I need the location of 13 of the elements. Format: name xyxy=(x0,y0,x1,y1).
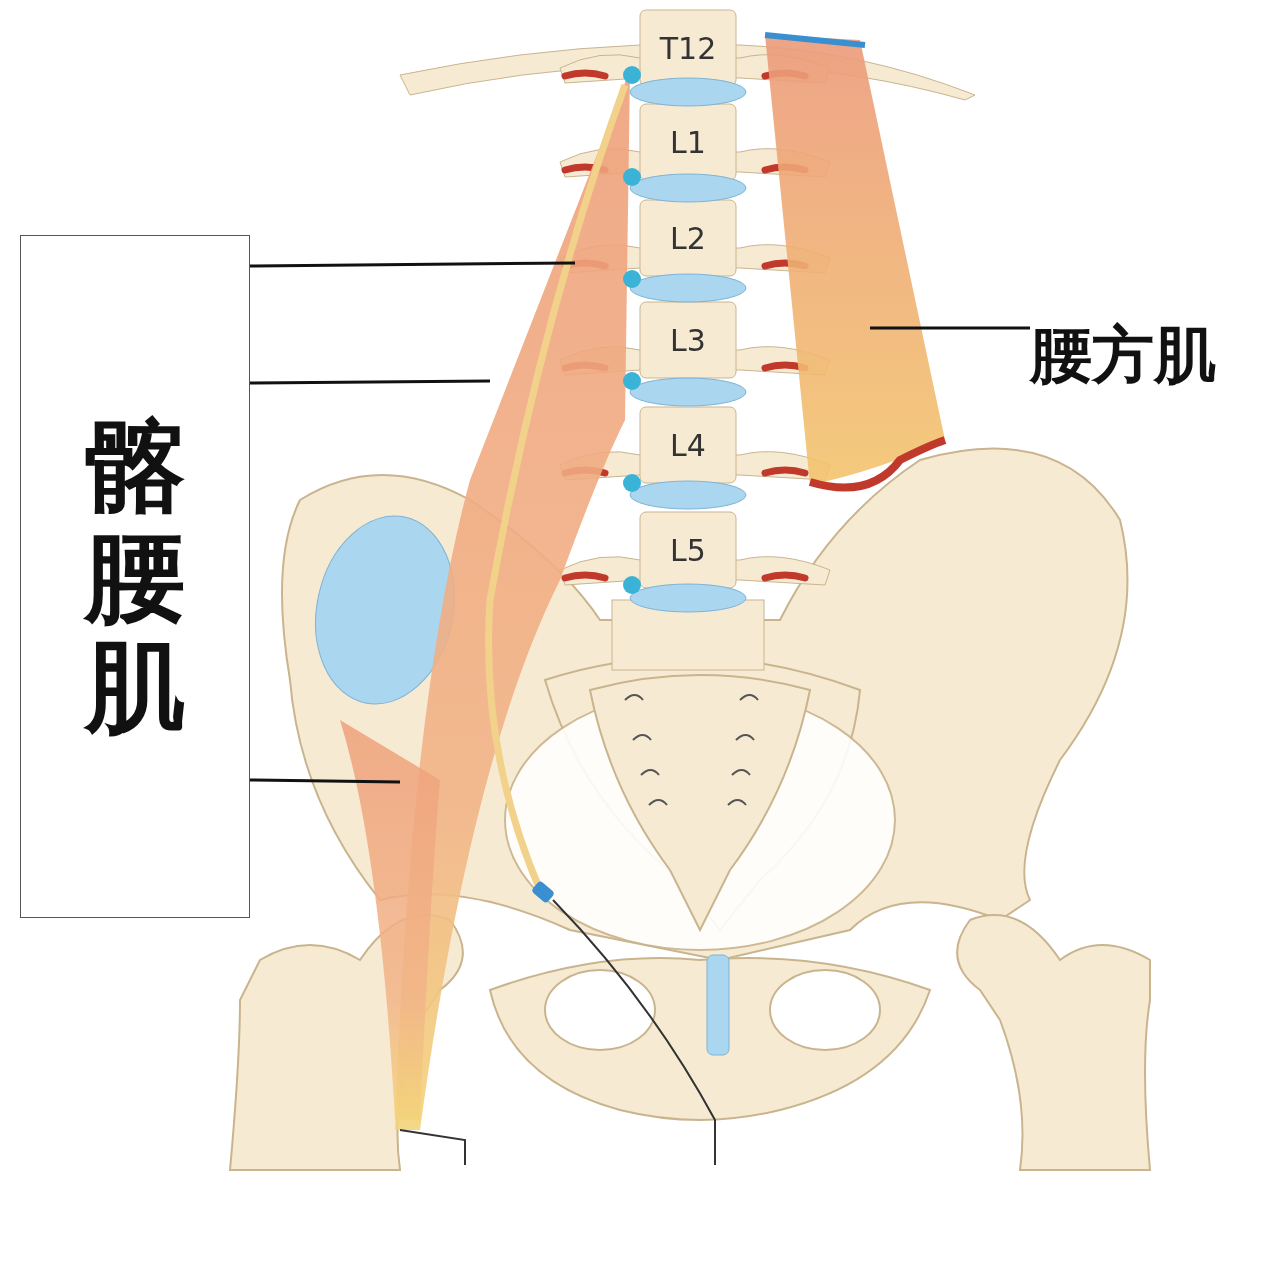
vertebra-label: L4 xyxy=(670,427,706,463)
muscle-name: 髂腰肌 xyxy=(85,411,185,742)
vertebra-label: L3 xyxy=(670,322,706,358)
vertebra-label: L1 xyxy=(670,124,706,160)
muscle-name: 腰方肌 xyxy=(1030,317,1216,393)
label-box xyxy=(20,235,250,918)
leader-line xyxy=(249,778,401,784)
vertebra-label: T12 xyxy=(659,30,717,66)
vertebra-label: L5 xyxy=(670,532,706,568)
vertebra-label: L2 xyxy=(670,220,706,256)
leader-line xyxy=(250,379,490,385)
leader-line xyxy=(870,326,1030,330)
leader-line xyxy=(250,261,575,268)
